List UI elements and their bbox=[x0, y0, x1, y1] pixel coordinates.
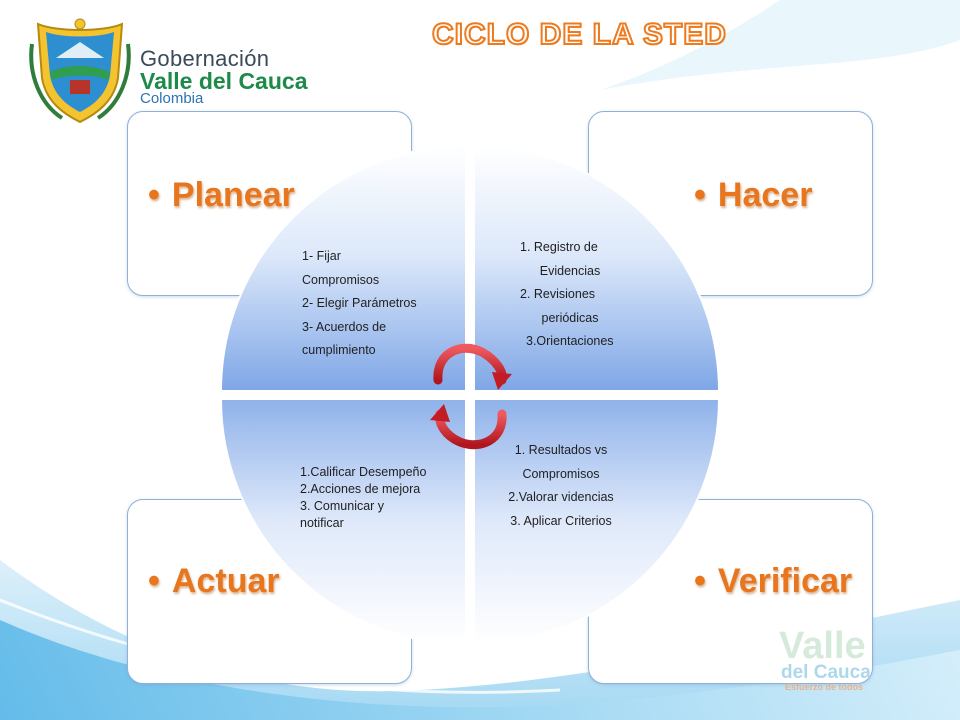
list-item: 3.Orientaciones bbox=[526, 334, 614, 348]
quadrant-hacer bbox=[473, 144, 721, 392]
page-title: CICLO DE LA STED bbox=[431, 17, 727, 52]
list-item: 2- Elegir Parámetros bbox=[302, 296, 417, 310]
watermark-tagline: Esfuerzo de todos bbox=[785, 682, 863, 692]
quadrant-text-verificar: 1. Resultados vs Compromisos 2.Valorar v… bbox=[496, 439, 626, 533]
card-title-hacer: •Hacer bbox=[694, 176, 813, 214]
list-item: 3- Acuerdos de bbox=[302, 319, 387, 334]
list-item: periódicas bbox=[541, 310, 599, 325]
cycle-arrow-bottom-icon bbox=[430, 404, 507, 450]
quadrant-text-actuar: 1.Calificar Desempeño 2.Acciones de mejo… bbox=[300, 464, 426, 532]
list-item: 3. Comunicar y bbox=[300, 499, 385, 513]
list-item: Compromisos bbox=[302, 272, 380, 287]
list-item: 1. Registro de bbox=[520, 240, 598, 254]
bullet-icon: • bbox=[694, 176, 706, 214]
quadrant-planear bbox=[219, 144, 467, 392]
list-item: 3. Aplicar Criterios bbox=[510, 513, 612, 528]
list-item: 1. Resultados vs bbox=[514, 443, 608, 457]
list-item: Evidencias bbox=[539, 263, 601, 278]
list-item: notificar bbox=[300, 516, 344, 530]
valle-del-cauca-watermark-logo: Valle del Cauca Esfuerzo de todos bbox=[779, 625, 871, 692]
quadrant-text-hacer: 1. Registro de Evidencias 2. Revisiones … bbox=[505, 236, 635, 354]
org-name-line1: Gobernación bbox=[140, 46, 270, 71]
org-name-line3: Colombia bbox=[140, 90, 204, 107]
list-item: 1- Fijar bbox=[302, 249, 341, 263]
bullet-icon: • bbox=[148, 176, 160, 214]
card-title-verificar: •Verificar bbox=[694, 562, 853, 600]
list-item: Compromisos bbox=[522, 466, 600, 481]
cycle-arrow-top-icon bbox=[433, 343, 512, 390]
list-item: 2. Revisiones bbox=[520, 287, 596, 301]
list-item: 2.Acciones de mejora bbox=[300, 482, 421, 496]
watermark-word2: del Cauca bbox=[781, 662, 871, 683]
quadrant-text-planear: 1- Fijar Compromisos 2- Elegir Parámetro… bbox=[302, 245, 417, 363]
list-item: cumplimiento bbox=[302, 343, 376, 357]
card-title-planear: •Planear bbox=[148, 176, 295, 214]
org-name-line2: Valle del Cauca bbox=[140, 68, 308, 94]
list-item: 2.Valorar videncias bbox=[508, 490, 614, 504]
coat-of-arms-logo bbox=[29, 18, 131, 124]
list-item: 1.Calificar Desempeño bbox=[300, 465, 427, 479]
bullet-icon: • bbox=[694, 562, 706, 600]
quadrant-actuar bbox=[219, 398, 467, 646]
watermark-word1: Valle bbox=[779, 625, 866, 667]
card-title-actuar: •Actuar bbox=[148, 562, 280, 600]
quadrant-verificar bbox=[473, 398, 721, 646]
bullet-icon: • bbox=[148, 562, 160, 600]
